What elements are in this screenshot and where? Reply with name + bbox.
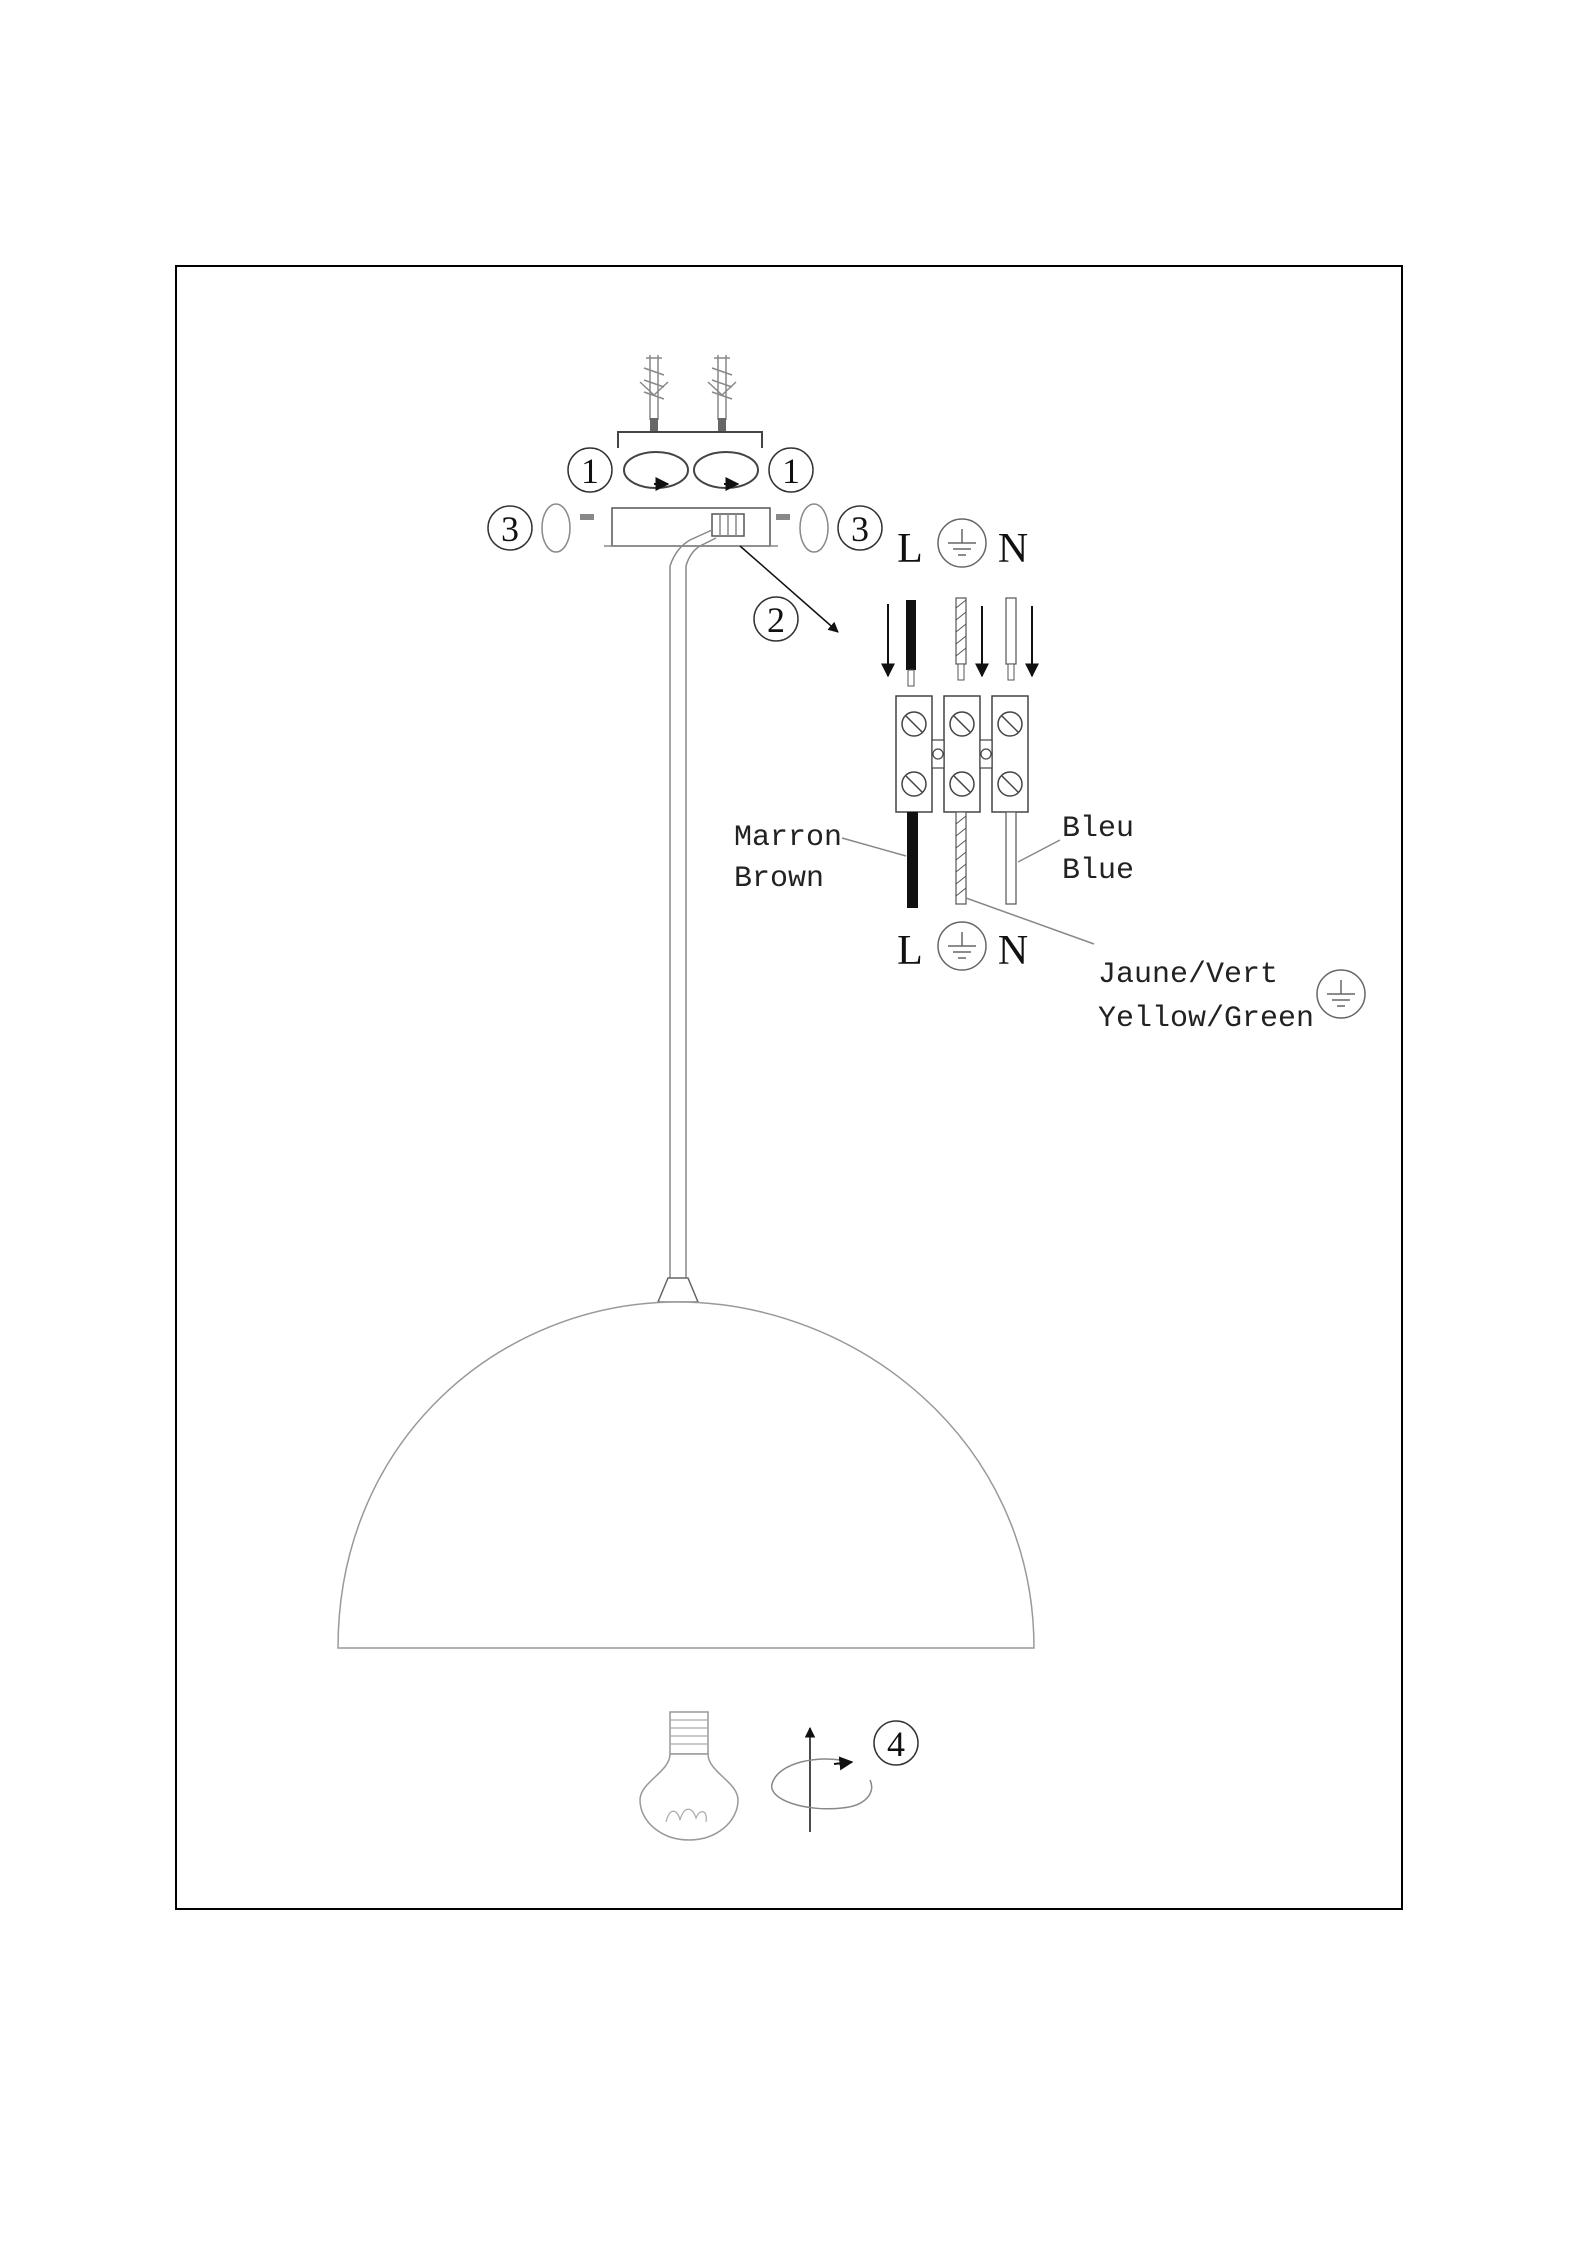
svg-text:2: 2 xyxy=(767,600,785,640)
step-1-right: 1 xyxy=(769,448,813,492)
svg-text:1: 1 xyxy=(581,451,599,491)
terminal-label-live-top: L xyxy=(897,526,923,572)
earth-wire-label-en: Yellow/Green xyxy=(1098,1002,1314,1036)
wall-plug-icon xyxy=(708,355,736,420)
light-bulb-icon xyxy=(640,1712,738,1840)
brown-wire-label-en: Brown xyxy=(734,862,824,896)
brown-wire xyxy=(907,812,918,908)
pendant-shade xyxy=(338,1302,1034,1648)
screw-icon xyxy=(776,514,790,520)
step-4-marker: 4 xyxy=(874,1721,918,1765)
earth-wire-label-fr: Jaune/Vert xyxy=(1098,958,1278,992)
brown-wire-label-fr: Marron xyxy=(734,821,842,855)
step-1-left: 1 xyxy=(568,448,612,492)
step-3-right: 3 xyxy=(838,506,882,550)
rotation-oval-3-left xyxy=(542,504,570,552)
mounting-bracket xyxy=(618,432,762,448)
earth-symbol-callout xyxy=(1317,970,1365,1018)
shade-fitting xyxy=(658,1278,698,1302)
screw-icon xyxy=(650,418,726,432)
svg-text:4: 4 xyxy=(887,1724,905,1764)
pendant-cable xyxy=(670,566,686,1278)
rotation-oval-right xyxy=(694,452,758,488)
earth-symbol-bottom xyxy=(938,922,986,970)
earth-symbol-top xyxy=(938,519,986,567)
rotation-arrow-icon xyxy=(772,1728,872,1832)
blue-wire-label-fr: Bleu xyxy=(1062,812,1134,846)
screw-icon xyxy=(580,514,594,520)
terminal-block xyxy=(896,696,1028,812)
rotation-oval-3-right xyxy=(800,504,828,552)
incoming-earth-wire xyxy=(956,598,982,680)
rotation-oval-left xyxy=(624,452,688,488)
svg-text:1: 1 xyxy=(782,451,800,491)
svg-text:3: 3 xyxy=(851,509,869,549)
step-3-left: 3 xyxy=(488,506,532,550)
yellow-green-wire xyxy=(956,812,966,904)
incoming-live-wire xyxy=(888,600,916,686)
blue-wire-label-en: Blue xyxy=(1062,854,1134,888)
svg-text:3: 3 xyxy=(501,509,519,549)
terminal-label-neutral-top: N xyxy=(998,526,1028,572)
step-2-marker: 2 xyxy=(754,597,798,641)
blue-wire xyxy=(1006,812,1016,904)
diagram-frame xyxy=(176,266,1402,1909)
incoming-neutral-wire xyxy=(1006,598,1032,680)
terminal-label-neutral-bottom: N xyxy=(998,928,1028,974)
wall-plug-icon xyxy=(640,355,668,420)
terminal-label-live-bottom: L xyxy=(897,928,923,974)
